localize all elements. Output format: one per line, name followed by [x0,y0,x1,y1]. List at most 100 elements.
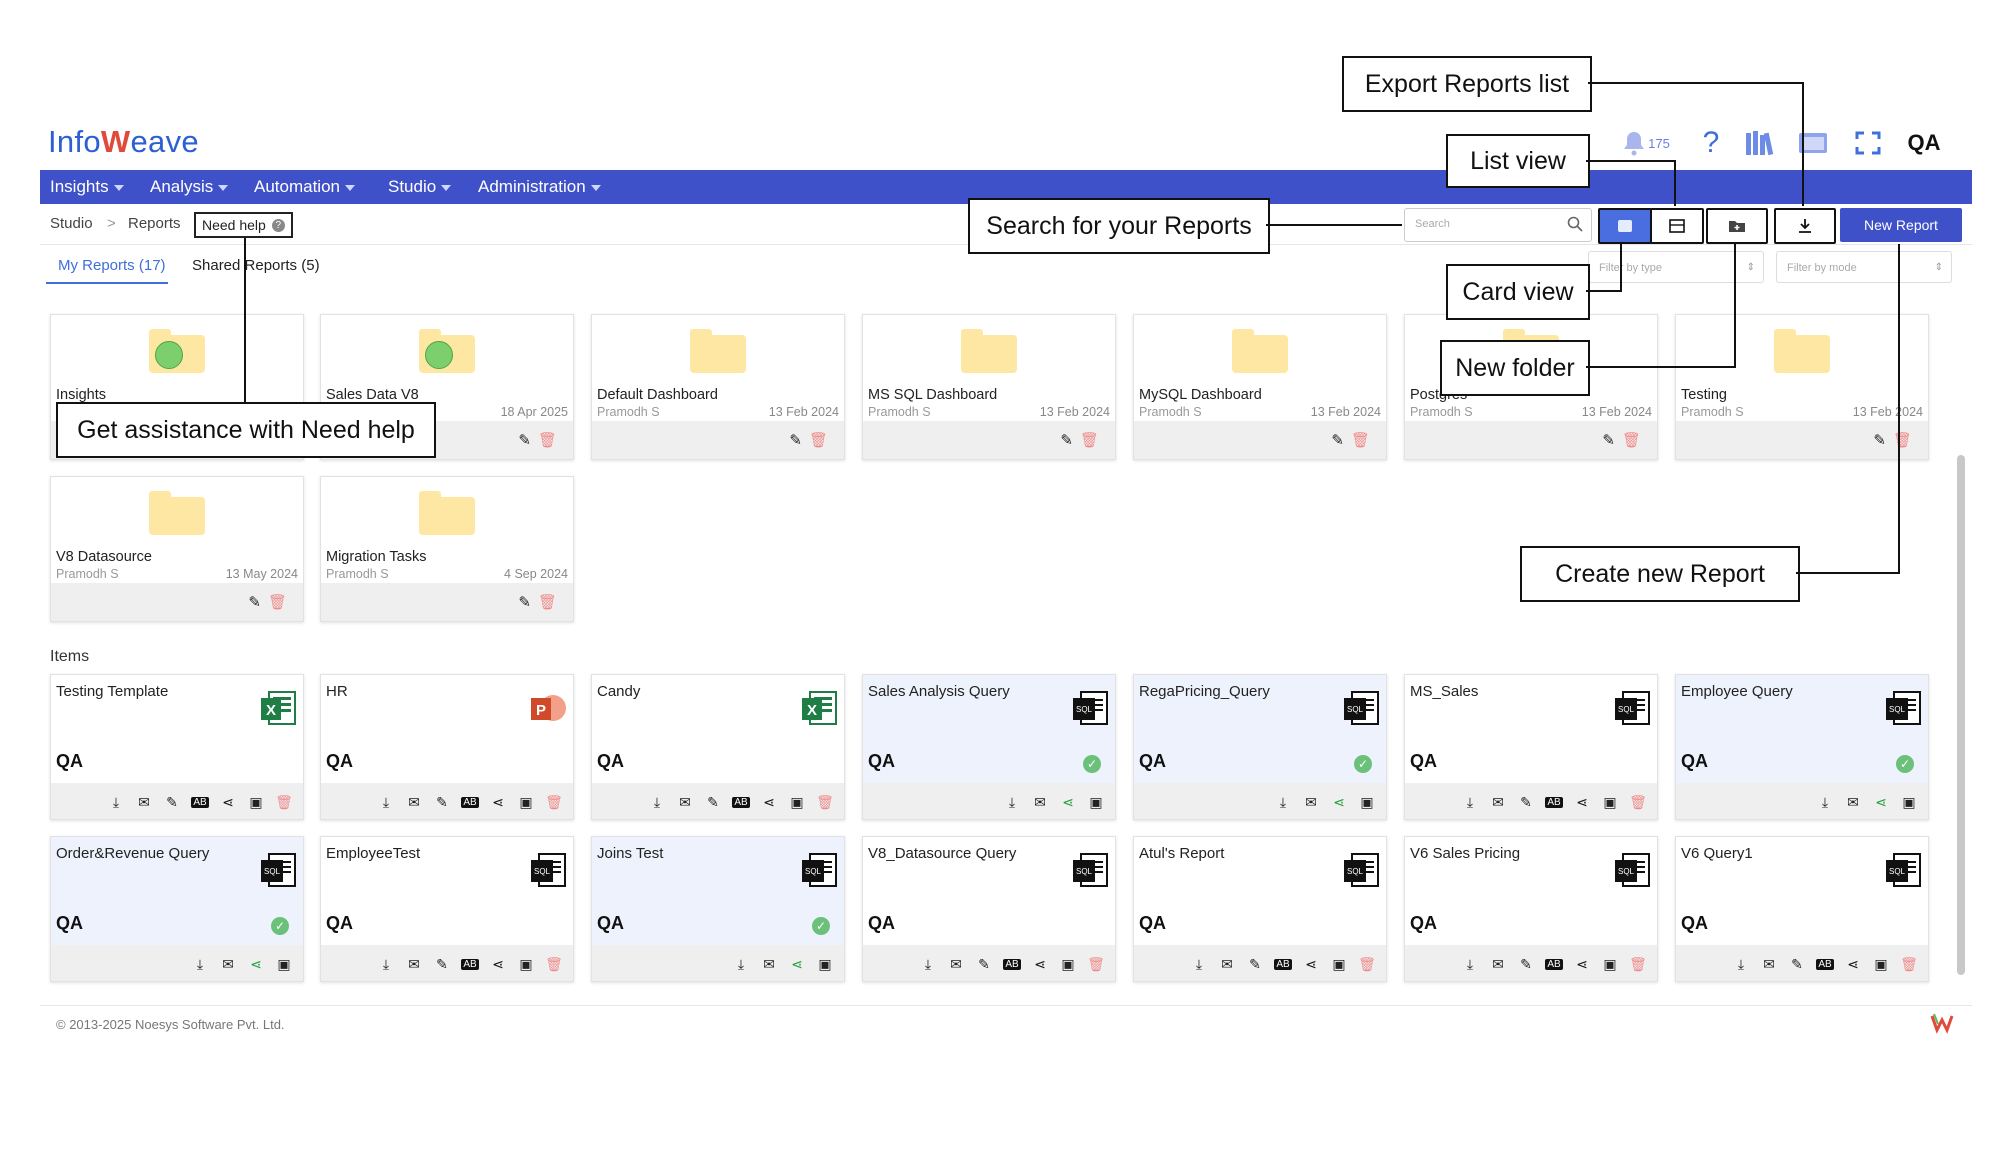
edit-icon[interactable]: ✎ [248,594,261,611]
share-icon[interactable]: ⋖ [222,794,234,810]
nav-insights[interactable]: Insights [50,170,124,204]
rename-icon[interactable]: AB [191,797,209,808]
email-icon[interactable]: ✉ [408,956,420,972]
download-icon[interactable]: ⤓ [1466,794,1474,810]
edit-icon[interactable]: ✎ [707,794,719,810]
download-icon[interactable]: ⤓ [1279,794,1287,810]
delete-icon[interactable]: 🗑 [275,794,293,810]
delete-icon[interactable]: 🗑 [808,432,828,449]
move-folder-icon[interactable]: ▣ [1360,794,1374,810]
move-folder-icon[interactable]: ▣ [818,956,832,972]
download-icon[interactable]: ⤓ [924,956,932,972]
filter-by-type-select[interactable]: Filter by type⇕ [1588,251,1764,283]
delete-icon[interactable]: 🗑 [545,794,563,810]
share-icon[interactable]: ⋖ [492,956,504,972]
share-icon[interactable]: ⋖ [791,956,803,972]
edit-icon[interactable]: ✎ [1249,956,1261,972]
library-icon[interactable] [1742,124,1776,162]
download-icon[interactable]: ⤓ [737,956,745,972]
move-folder-icon[interactable]: ▣ [1603,794,1617,810]
email-icon[interactable]: ✉ [138,794,150,810]
email-icon[interactable]: ✉ [763,956,775,972]
download-icon[interactable]: ⤓ [1466,956,1474,972]
edit-icon[interactable]: ✎ [978,956,990,972]
edit-icon[interactable]: ✎ [1520,794,1532,810]
rename-icon[interactable]: AB [1003,959,1021,970]
edit-icon[interactable]: ✎ [166,794,178,810]
tab-my-reports[interactable]: My Reports (17) [58,257,166,274]
email-icon[interactable]: ✉ [1221,956,1233,972]
email-icon[interactable]: ✉ [222,956,234,972]
share-icon[interactable]: ⋖ [1847,956,1859,972]
download-icon[interactable]: ⤓ [112,794,120,810]
delete-icon[interactable]: 🗑 [1087,956,1105,972]
edit-icon[interactable]: ✎ [436,794,448,810]
rename-icon[interactable]: AB [1545,797,1563,808]
email-icon[interactable]: ✉ [1492,956,1504,972]
download-icon[interactable]: ⤓ [1195,956,1203,972]
share-icon[interactable]: ⋖ [1333,794,1345,810]
rename-icon[interactable]: AB [1545,959,1563,970]
notification-bell-icon[interactable]: 175 [1618,124,1674,162]
email-icon[interactable]: ✉ [950,956,962,972]
move-folder-icon[interactable]: ▣ [1332,956,1346,972]
delete-icon[interactable]: 🗑 [267,594,287,611]
nav-automation[interactable]: Automation [254,170,355,204]
edit-icon[interactable]: ✎ [1873,432,1886,449]
edit-icon[interactable]: ✎ [518,594,531,611]
email-icon[interactable]: ✉ [1305,794,1317,810]
card-view-button[interactable] [1598,208,1652,244]
share-icon[interactable]: ⋖ [250,956,262,972]
delete-icon[interactable]: 🗑 [1350,432,1370,449]
delete-icon[interactable]: 🗑 [537,432,557,449]
email-icon[interactable]: ✉ [1492,794,1504,810]
rename-icon[interactable]: AB [1274,959,1292,970]
delete-icon[interactable]: 🗑 [1629,794,1647,810]
move-folder-icon[interactable]: ▣ [1874,956,1888,972]
new-folder-button[interactable] [1706,208,1768,244]
download-icon[interactable]: ⤓ [1008,794,1016,810]
share-icon[interactable]: ⋖ [1576,794,1588,810]
edit-icon[interactable]: ✎ [1520,956,1532,972]
delete-icon[interactable]: 🗑 [1621,432,1641,449]
nav-studio[interactable]: Studio [388,170,452,204]
rename-icon[interactable]: AB [1816,959,1834,970]
move-folder-icon[interactable]: ▣ [1061,956,1075,972]
share-icon[interactable]: ⋖ [1034,956,1046,972]
rename-icon[interactable]: AB [461,797,479,808]
edit-icon[interactable]: ✎ [1602,432,1615,449]
download-icon[interactable]: ⤓ [653,794,661,810]
delete-icon[interactable]: 🗑 [1358,956,1376,972]
email-icon[interactable]: ✉ [1763,956,1775,972]
download-icon[interactable]: ⤓ [382,794,390,810]
search-input[interactable]: Search [1404,208,1592,242]
download-icon[interactable]: ⤓ [1737,956,1745,972]
share-icon[interactable]: ⋖ [763,794,775,810]
nav-analysis[interactable]: Analysis [150,170,229,204]
move-folder-icon[interactable]: ▣ [249,794,263,810]
need-help-button[interactable]: Need help ? [194,212,293,238]
infoweave-logo[interactable]: InfoWeave [48,124,199,160]
delete-icon[interactable]: 🗑 [1629,956,1647,972]
move-folder-icon[interactable]: ▣ [1603,956,1617,972]
email-icon[interactable]: ✉ [679,794,691,810]
list-view-button[interactable] [1650,208,1704,244]
edit-icon[interactable]: ✎ [436,956,448,972]
vertical-scrollbar[interactable] [1957,455,1965,975]
share-icon[interactable]: ⋖ [1305,956,1317,972]
